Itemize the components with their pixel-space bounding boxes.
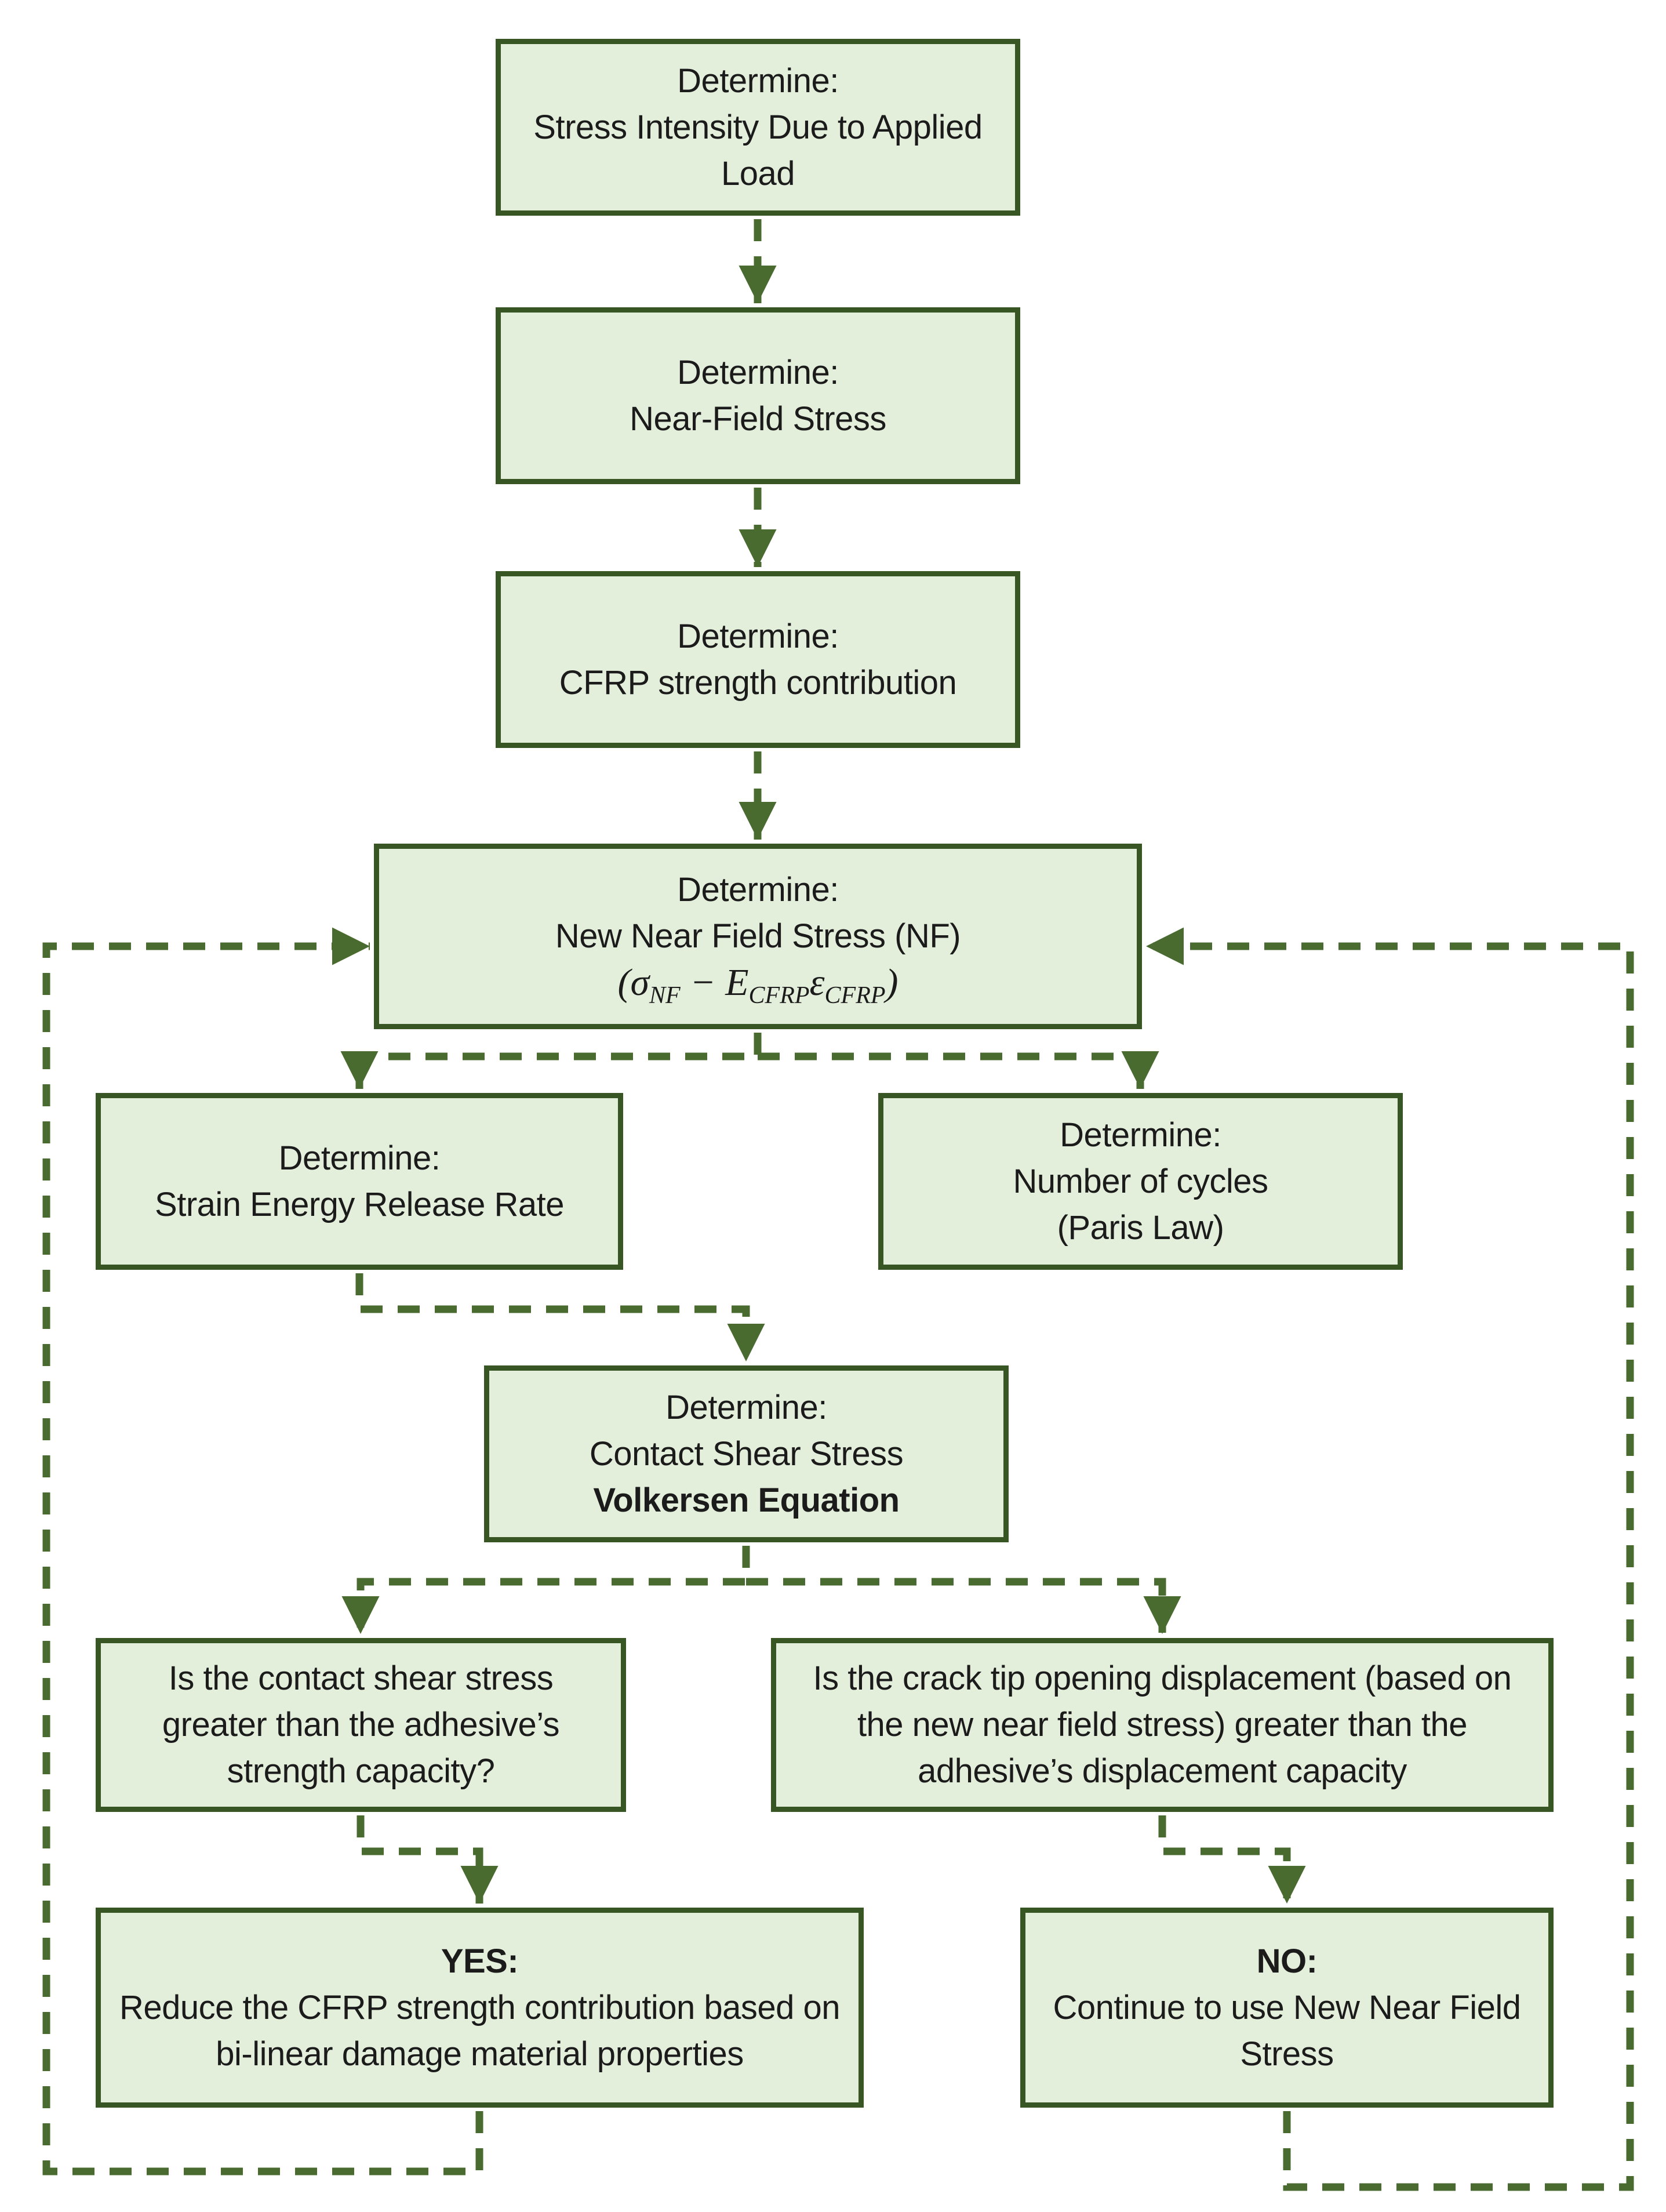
box-line: Continue to use New Near Field	[1053, 1988, 1521, 2026]
box-line: Stress Intensity Due to Applied	[533, 108, 983, 146]
box-line: bi-linear damage material properties	[216, 2035, 744, 2073]
box-line: strength capacity?	[227, 1752, 495, 1790]
box-line: Determine:	[1060, 1116, 1221, 1154]
box-line: adhesive’s displacement capacity	[918, 1752, 1407, 1790]
box-line: Near-Field Stress	[630, 399, 886, 438]
box-new-near-field-stress: Determine: New Near Field Stress (NF) (σ…	[374, 844, 1142, 1029]
formula-subscript: NF	[649, 982, 681, 1009]
box-line: Number of cycles	[1013, 1162, 1268, 1200]
box-line: New Near Field Stress (NF)	[555, 917, 961, 955]
box-line: Load	[721, 154, 795, 192]
box-no-continue-new-near-field: NO: Continue to use New Near Field Stres…	[1020, 1908, 1554, 2108]
connector-question-shear-to-yes	[357, 1815, 499, 1904]
box-number-of-cycles: Determine: Number of cycles (Paris Law)	[878, 1093, 1403, 1270]
box-line: Determine:	[677, 871, 839, 909]
formula-part: ε	[809, 961, 825, 1004]
box-question-crack-tip-displacement: Is the crack tip opening displacement (b…	[771, 1638, 1554, 1812]
box-line-volkersen: Volkersen Equation	[593, 1481, 900, 1519]
box-line: Determine:	[677, 617, 839, 655]
box-line: CFRP strength contribution	[559, 663, 957, 702]
box-line: Determine:	[677, 353, 839, 391]
formula-part: − E	[680, 961, 749, 1004]
connector-contact-shear-to-question-shear	[341, 1546, 750, 1634]
formula-subscript: CFRP	[824, 982, 886, 1009]
box-line: Is the contact shear stress	[168, 1659, 554, 1697]
box-line: the new near field stress) greater than …	[857, 1706, 1468, 1744]
box-cfrp-strength-contribution: Determine: CFRP strength contribution	[496, 571, 1020, 748]
box-strain-energy-release-rate: Determine: Strain Energy Release Rate	[96, 1093, 623, 1270]
box-near-field-stress: Determine: Near-Field Stress	[496, 307, 1020, 484]
box-question-contact-shear: Is the contact shear stress greater than…	[96, 1638, 626, 1812]
box-line: greater than the adhesive’s	[162, 1706, 560, 1744]
box-line: Is the crack tip opening displacement (b…	[813, 1659, 1512, 1697]
connector-contact-shear-to-question-ctod	[746, 1578, 1181, 1634]
box-line: Determine:	[677, 61, 839, 100]
box-line-no: NO:	[1256, 1942, 1318, 1980]
box-line: Determine:	[278, 1139, 441, 1177]
formula-part: (σ	[617, 961, 650, 1004]
connector-new-near-field-to-cycles	[758, 1051, 1159, 1089]
box-line: Strain Energy Release Rate	[155, 1185, 564, 1223]
box-yes-reduce-cfrp: YES: Reduce the CFRP strength contributi…	[96, 1908, 864, 2108]
box-contact-shear-stress: Determine: Contact Shear Stress Volkerse…	[484, 1365, 1009, 1542]
box-line: Contact Shear Stress	[589, 1434, 904, 1473]
box-line-yes: YES:	[441, 1942, 519, 1980]
connector-new-near-field-to-strain-energy	[340, 1033, 762, 1089]
formula-new-near-field-stress: (σNF − ECFRPεCFRP)	[617, 960, 899, 1009]
box-line: Reduce the CFRP strength contribution ba…	[119, 1988, 841, 2026]
box-line: Determine:	[665, 1388, 827, 1426]
connector-question-ctod-to-no	[1158, 1815, 1306, 1904]
connector-strain-energy-to-contact-shear	[355, 1273, 765, 1361]
formula-subscript: CFRP	[748, 982, 810, 1009]
formula-part: )	[885, 961, 899, 1004]
box-stress-intensity: Determine: Stress Intensity Due to Appli…	[496, 39, 1020, 216]
box-line: Stress	[1240, 2035, 1334, 2073]
box-line: (Paris Law)	[1057, 1208, 1224, 1247]
